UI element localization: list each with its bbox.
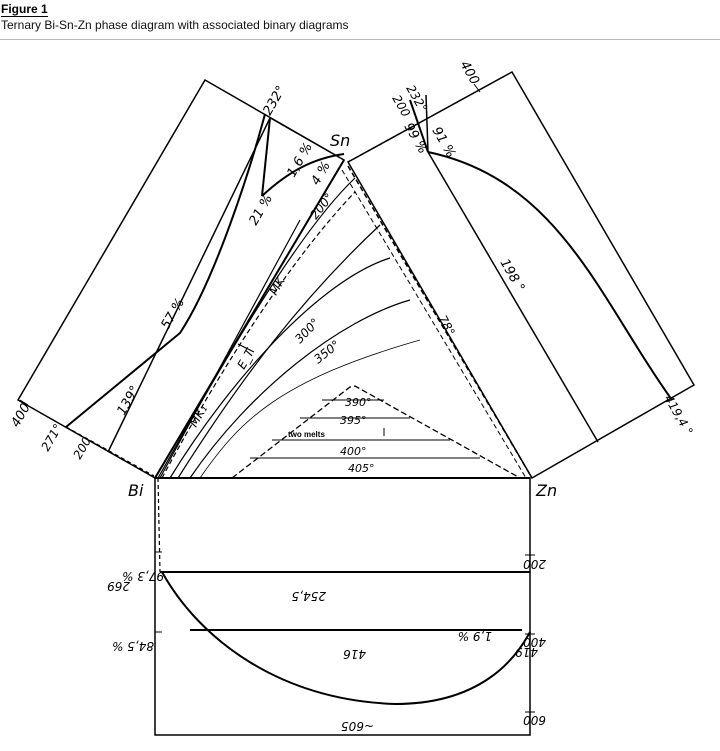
figure-label: Figure 1 (1, 2, 48, 17)
isotherm-300 (169, 257, 391, 479)
et-label: E_T (234, 345, 257, 372)
sn-zn-comp-91: 91 % (429, 125, 459, 161)
isotherm-350-label: 350° (311, 338, 342, 367)
bi-sn-liquidus-left (65, 113, 266, 428)
et-tick (237, 343, 255, 353)
bi-zn-tick-200-label: 200 (523, 557, 546, 571)
bi-zn-frame (154, 477, 531, 736)
bi-sn-binary (16, 78, 346, 480)
bi-sn-sn-solvus (261, 117, 271, 197)
eutectic-trough-label: 78° (435, 313, 457, 338)
bi-zn-critical: ~605 (341, 719, 374, 733)
bi-sn-axis-tick (19, 399, 29, 406)
bi-zn-binary (154, 477, 535, 736)
mk-lower-label: MK₁ (186, 402, 210, 429)
figure-title: Ternary Bi-Sn-Zn phase diagram with asso… (1, 18, 349, 32)
bi-zn-monotectic-416: 416 (343, 647, 366, 661)
sn-zn-zn-melting: 419,4 ° (661, 393, 695, 438)
isotherm-390-label: 390° (345, 396, 372, 409)
sn-zn-solvus-right (425, 94, 429, 153)
isotherm-200-label: 200° (307, 190, 336, 221)
bi-zn-comp-973: 97,3 % (122, 569, 164, 583)
vertex-bi-label: Bi (128, 481, 144, 500)
bi-sn-sn-melting: 232° (260, 83, 289, 118)
sn-zn-comp-99: 99 % (401, 121, 431, 157)
two-melts-label: two melts (288, 430, 325, 439)
sn-zn-frame (346, 70, 696, 480)
bi-zn-bi-melting: 269 (107, 579, 130, 593)
ternary-curves (157, 177, 421, 479)
vertex-zn-label: Zn (535, 481, 557, 500)
sn-zn-axis-tick (473, 83, 481, 93)
sn-zn-eutectic-line (427, 151, 599, 443)
vertex-sn-label: Sn (330, 131, 350, 150)
triangle-edge-sn-zn-inner (341, 169, 527, 479)
bi-zn-miscibility-gap (161, 571, 531, 706)
two-melts-region (231, 385, 521, 479)
bi-zn-tick-400-label: 400 (523, 635, 546, 649)
sn-zn-liquidus (427, 151, 673, 401)
isotherm-350 (189, 299, 411, 479)
sn-zn-solvus-left (409, 99, 429, 153)
bi-sn-axis-400: 400 (8, 401, 33, 430)
isotherm-400-label: 400° (340, 445, 367, 458)
triangle-edge-sn-zn-dashed (347, 165, 533, 479)
bi-zn-monotectic-temp: 254,5 (292, 589, 326, 603)
bi-sn-bi-melting: 271° (38, 421, 65, 453)
isotherm-405-label: 405° (348, 462, 375, 475)
mk-line (159, 219, 301, 479)
sn-zn-sn-corner (347, 127, 411, 163)
bi-zn-tick-600-label: 600 (523, 713, 546, 727)
isotherm-low (177, 224, 381, 479)
bi-zn-comp-zn: 1,9 % (458, 629, 492, 643)
isotherm-200 (161, 191, 356, 479)
bi-sn-bi-200: 200 (70, 434, 94, 461)
isotherm-near-sn (199, 339, 421, 479)
bi-zn-comp-845: 84,5 % (112, 639, 154, 653)
bi-sn-frame (16, 78, 346, 480)
ternary-triangle (154, 159, 530, 479)
bi-zn-bi-liquidus (157, 477, 161, 573)
sn-zn-axis-400: 400 (457, 59, 482, 88)
miscibility-dome (231, 385, 521, 479)
sn-zn-binary (346, 70, 696, 480)
bi-sn-bi-solvus (65, 426, 155, 477)
isotherm-395-label: 395° (340, 414, 367, 427)
caption-rule (0, 39, 720, 40)
bi-sn-eutectic-line (107, 117, 271, 453)
eutectic-curve (157, 177, 356, 479)
bi-zn-zn-melting: 419 (515, 645, 538, 659)
bi-sn-eutectic: 139° (114, 383, 143, 418)
bi-sn-sn-21: 21 % (246, 192, 276, 228)
bi-sn-top-line (269, 117, 341, 159)
